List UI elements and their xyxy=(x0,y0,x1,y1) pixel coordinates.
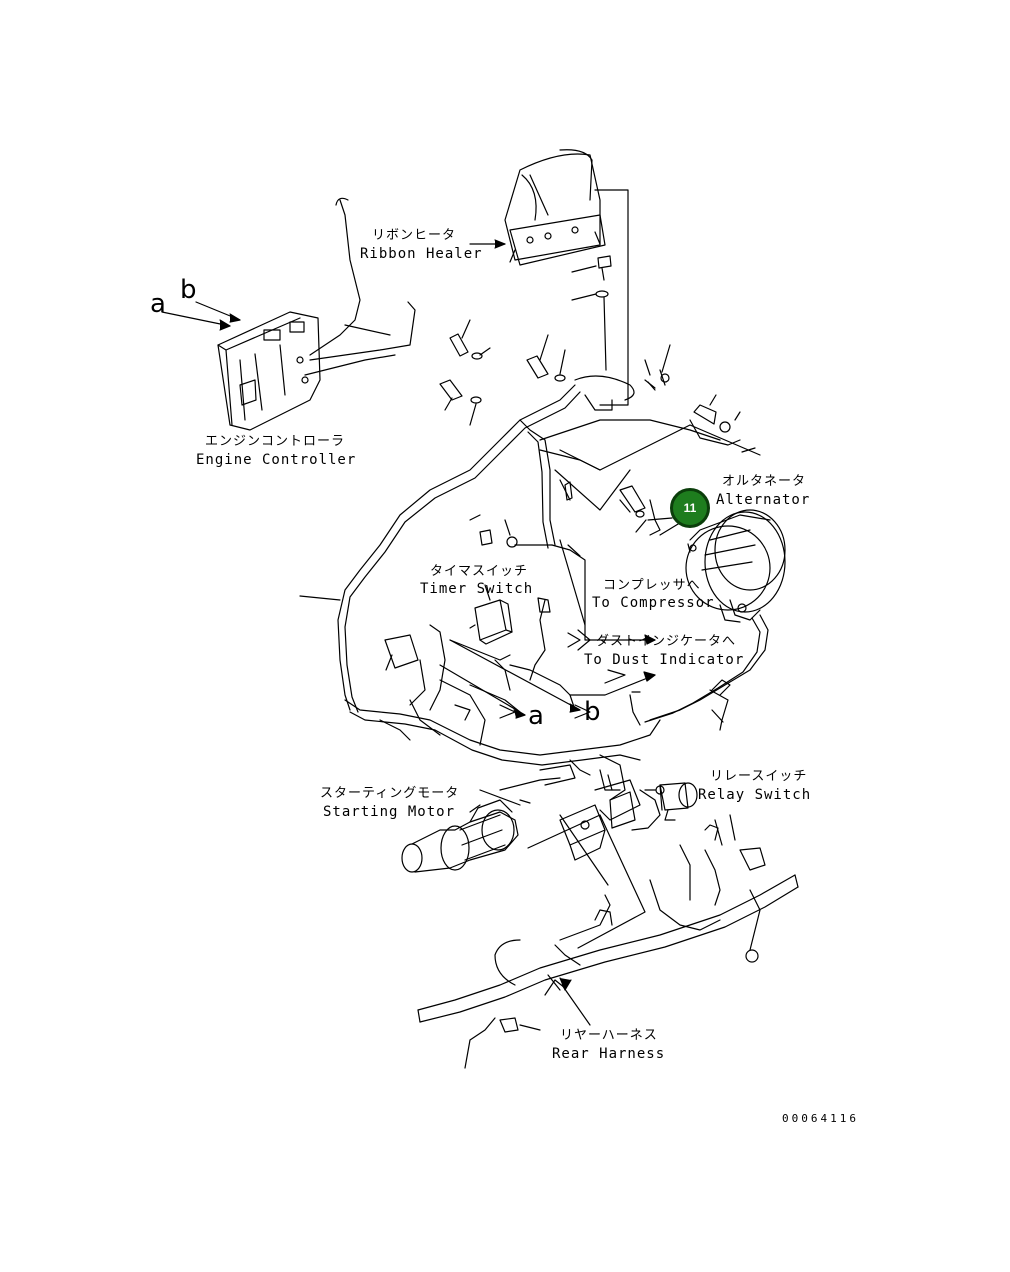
starting-motor-label-en: Starting Motor xyxy=(323,804,456,820)
to-dust-indicator-label-jp: ダストインジケータへ xyxy=(596,634,737,649)
relay-switch-label-jp: リレースイッチ xyxy=(710,769,808,784)
engine-controller-label-jp: エンジンコントローラ xyxy=(205,434,346,449)
timer-switch-part xyxy=(469,599,513,645)
ribbon-heater-label-jp: リボンヒータ xyxy=(372,228,457,243)
starting-motor-part xyxy=(401,799,519,873)
to-compressor-label-en: To Compressor xyxy=(592,595,715,611)
view-marker-b-lower: b xyxy=(584,697,601,727)
timer-switch-label-jp: タイマスイッチ xyxy=(430,564,529,579)
ribbon-heater-part xyxy=(504,149,606,266)
relay-connector-block xyxy=(559,769,661,861)
view-marker-a-lower: a xyxy=(528,701,544,731)
rear-harness-label-jp: リヤーハーネス xyxy=(560,1028,658,1043)
to-compressor-label-jp: コンプレッサへ xyxy=(603,578,701,593)
view-marker-a: a xyxy=(150,289,166,319)
timer-switch-label-en: Timer Switch xyxy=(420,581,534,597)
alternator-part xyxy=(685,509,786,623)
relay-switch-part xyxy=(644,782,698,821)
rear-harness-label-en: Rear Harness xyxy=(552,1046,666,1062)
part-number: 00064116 xyxy=(782,1112,859,1125)
engine-controller-label-en: Engine Controller xyxy=(196,452,357,468)
alternator-label-jp: オルタネータ xyxy=(722,474,807,489)
callout-11[interactable]: 11 xyxy=(670,488,710,528)
view-marker-b: b xyxy=(180,275,197,305)
to-dust-indicator-label-en: To Dust Indicator xyxy=(584,652,745,668)
alternator-label-en: Alternator xyxy=(716,492,811,508)
starting-motor-label-jp: スターティングモータ xyxy=(320,786,460,801)
ribbon-heater-label-en: Ribbon Healer xyxy=(360,246,483,262)
rear-harness-part xyxy=(417,814,799,1069)
relay-switch-label-en: Relay Switch xyxy=(698,787,812,803)
engine-controller-part xyxy=(217,311,321,431)
